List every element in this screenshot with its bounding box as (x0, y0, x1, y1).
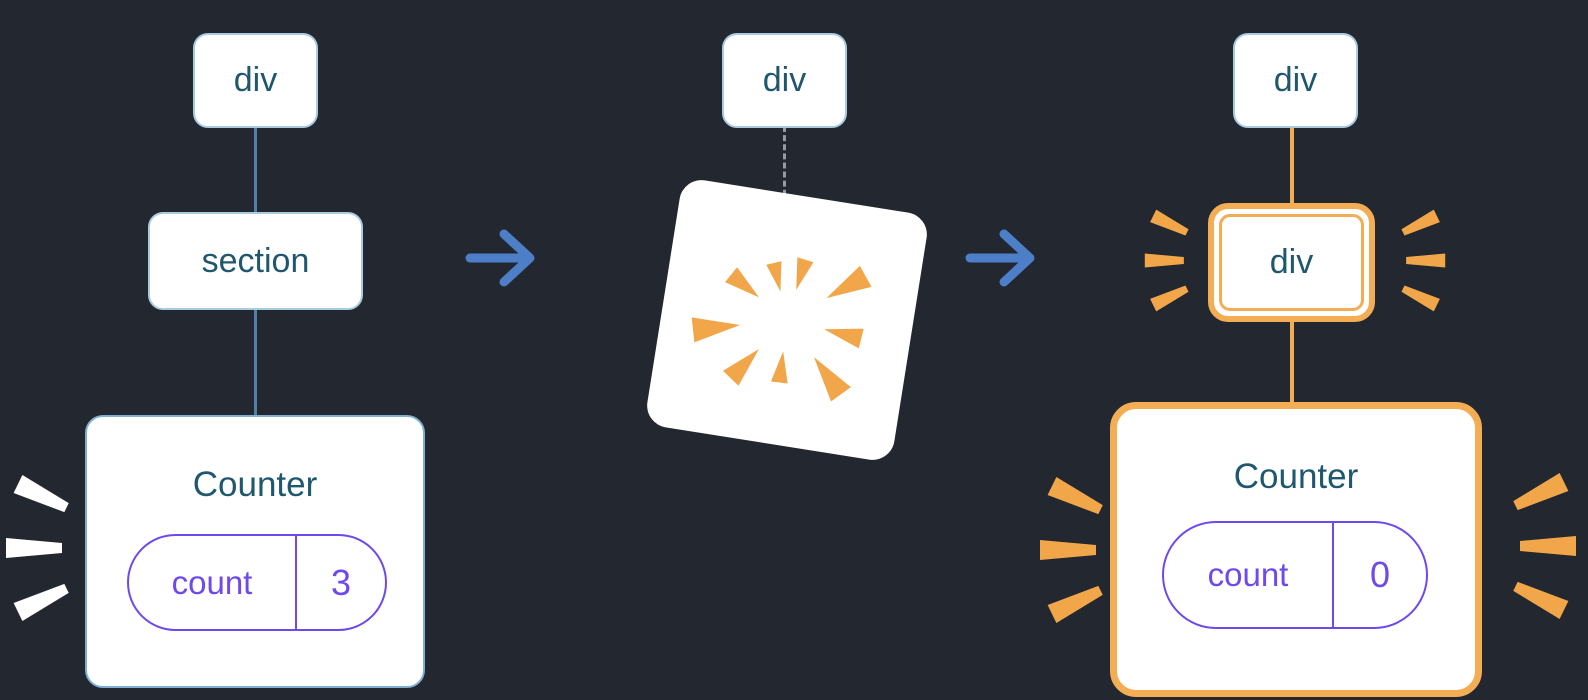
state-key: count (1164, 523, 1334, 627)
removed-tree-edge (783, 126, 786, 214)
emphasis-marks-icon (1401, 209, 1446, 312)
node-label: div (233, 61, 278, 99)
state-badge: count 3 (127, 534, 387, 631)
tree-edge-new (1290, 128, 1294, 203)
tree-edge (254, 310, 257, 415)
counter-component-card: Counter count 3 (85, 415, 425, 688)
dom-node-div-new: div (1208, 203, 1375, 322)
component-title: Counter (1233, 457, 1359, 496)
state-value: 3 (330, 561, 352, 603)
emphasis-marks-icon (6, 475, 69, 621)
dom-node-div: div (722, 33, 847, 128)
dom-node-div: div (1233, 33, 1358, 128)
state-value: 0 (1369, 554, 1391, 595)
state-key: count (129, 536, 297, 629)
component-title: Counter (192, 465, 318, 504)
node-label: section (201, 241, 310, 280)
dom-node-div: div (193, 33, 318, 128)
node-label: div (1273, 61, 1318, 99)
state-badge: count 0 (1162, 521, 1428, 629)
poof-burst-icon (691, 257, 872, 402)
emphasis-marks-icon (1144, 209, 1189, 312)
poof-card (643, 176, 931, 464)
tree-edge (254, 128, 257, 212)
arrow-right-icon (465, 229, 535, 287)
emphasis-marks-icon (1040, 477, 1103, 623)
tree-edge-new (1290, 322, 1294, 402)
emphasis-marks-icon (1513, 473, 1576, 619)
dom-node-section: section (148, 212, 363, 310)
counter-component-card-new: Counter count 0 (1110, 402, 1482, 697)
arrow-right-icon (965, 229, 1035, 287)
node-label: div (762, 61, 807, 99)
node-label: div (1219, 214, 1364, 311)
